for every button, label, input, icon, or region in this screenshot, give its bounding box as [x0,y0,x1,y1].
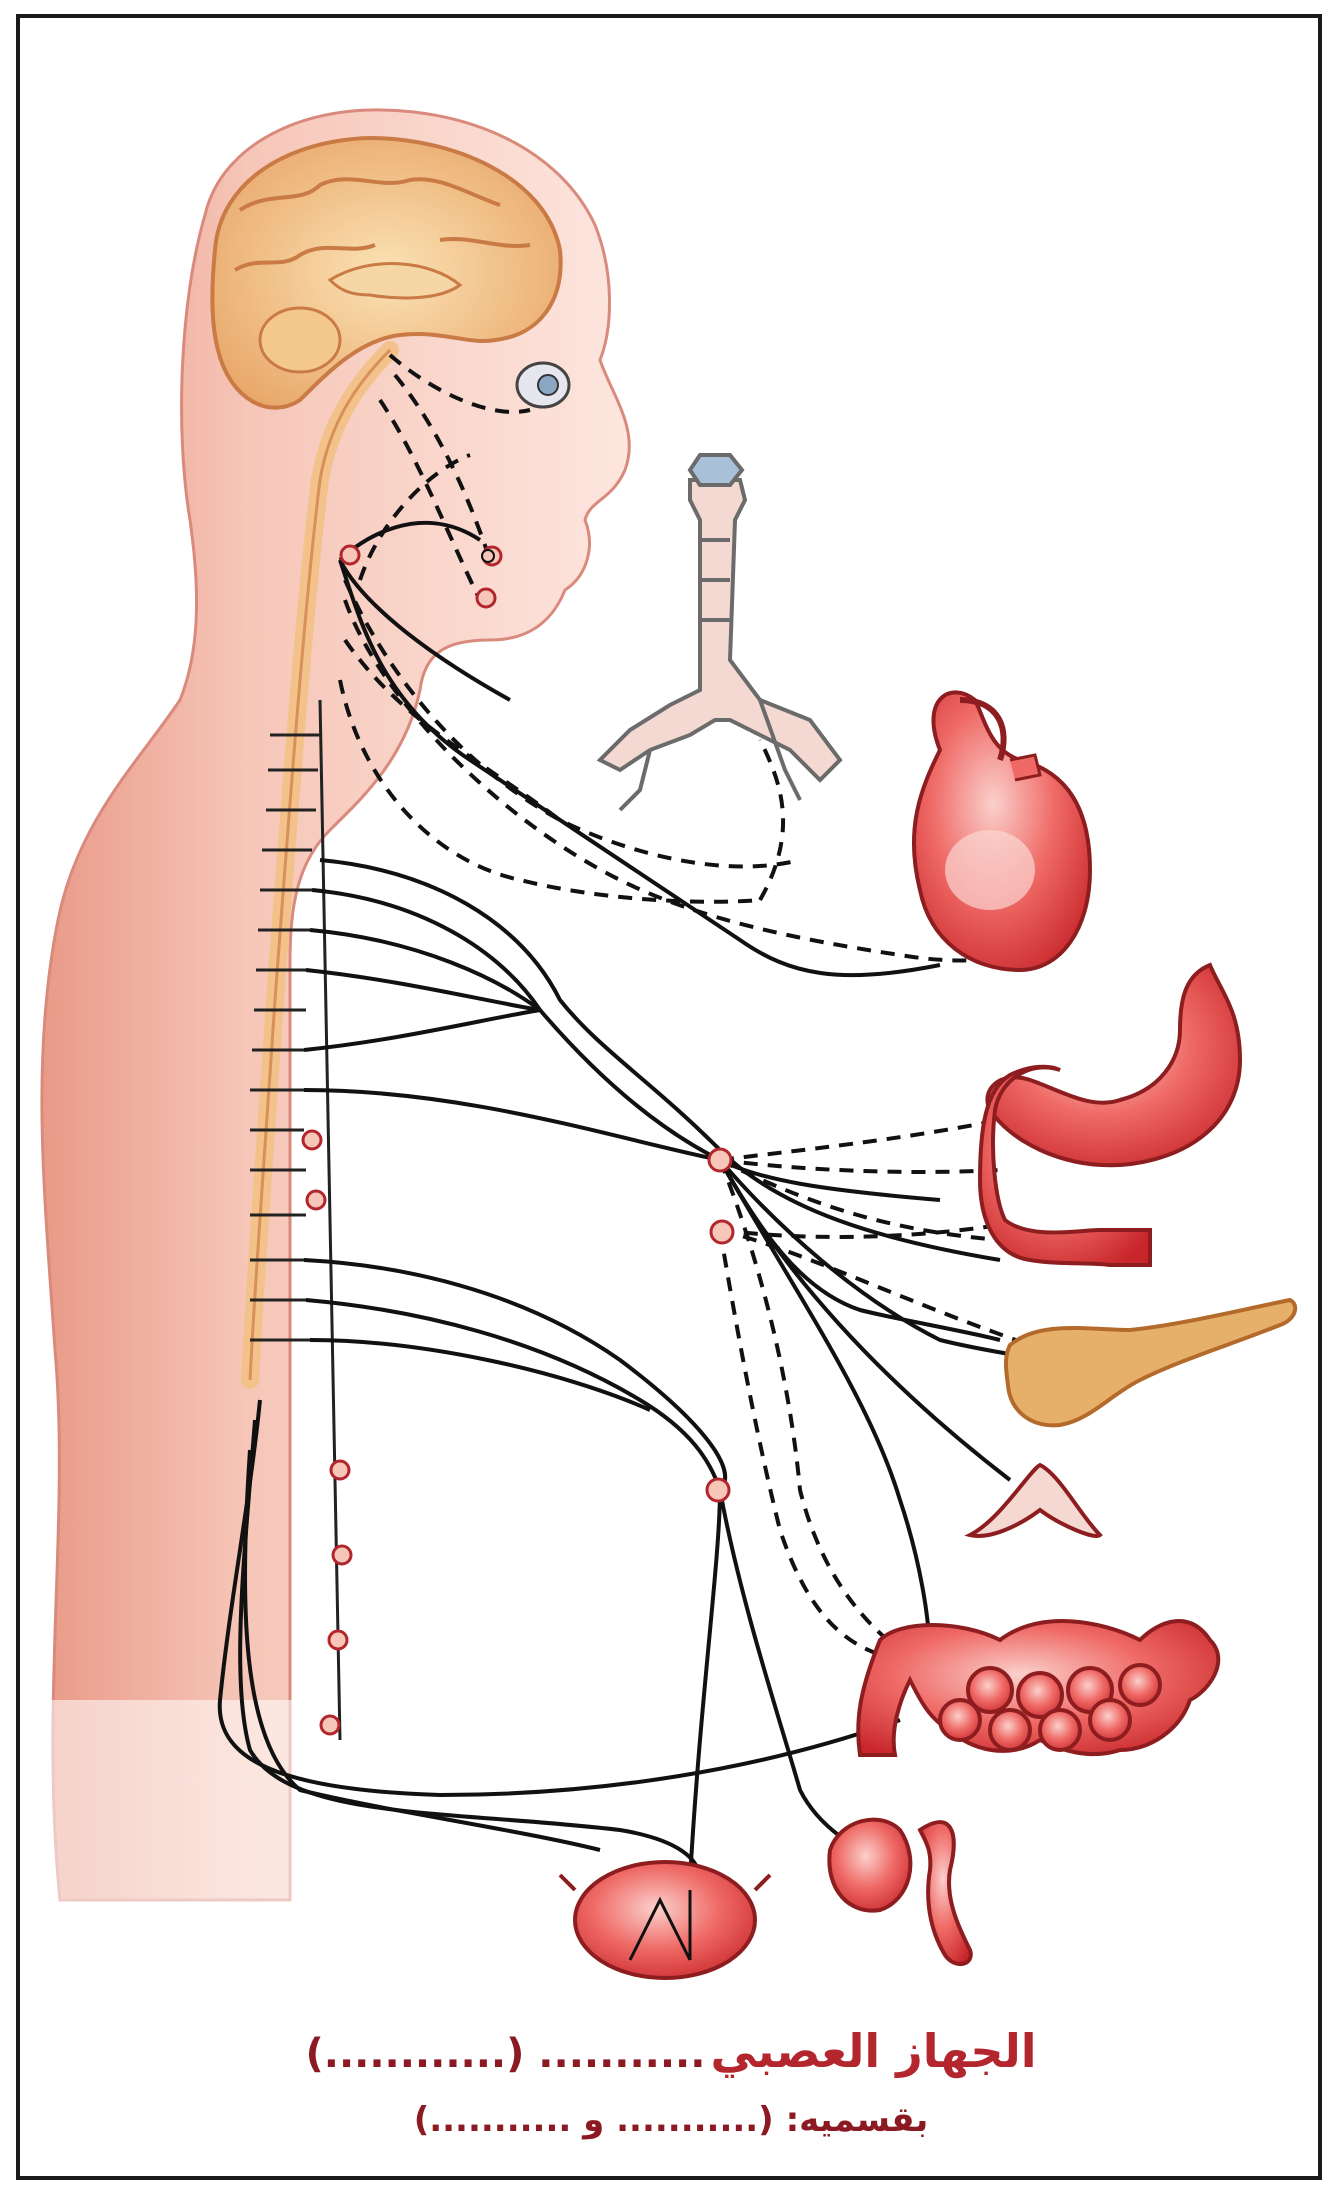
caption-blank-1: ........... (............) [305,2031,705,2077]
salivary-gland-icon [482,550,494,562]
trachea-lungs-icon [600,455,840,810]
caption-title: الجهاز العصبي [711,2024,1037,2078]
liver-icon [970,1465,1100,1536]
bladder-icon [560,1862,770,1978]
caption-line-1: الجهاز العصبي ........... (............) [0,2024,1342,2078]
pancreas-icon [1006,1300,1295,1425]
heart-icon [914,692,1090,970]
stomach-icon [980,965,1240,1265]
genital-organ-icon [829,1820,970,1964]
caption-line-2: بقسميه: (........... و ...........) [0,2100,1342,2140]
eye-icon [517,363,569,407]
chain-ganglia [303,1131,351,1734]
intestine-icon [858,1621,1218,1755]
